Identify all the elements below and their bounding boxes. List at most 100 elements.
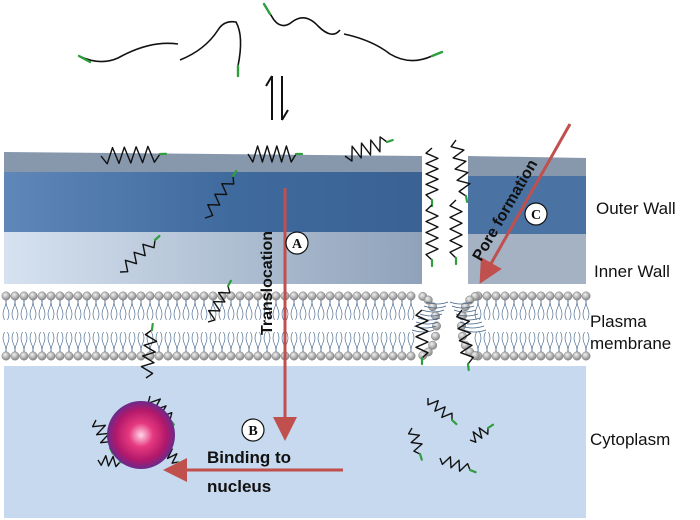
lipid-head	[271, 291, 281, 301]
lipid-head	[432, 321, 441, 331]
lipid-head	[397, 351, 407, 361]
free-peptide	[262, 2, 341, 35]
lipid-head	[244, 351, 254, 361]
lipid-head	[64, 351, 74, 361]
lipid-head	[334, 351, 344, 361]
lipid-head	[482, 351, 492, 361]
lipid-head	[118, 291, 128, 301]
lipid-head	[379, 291, 389, 301]
lipid-head	[545, 291, 555, 301]
inner-wall-label: Inner Wall	[594, 262, 670, 281]
lipid-head	[19, 351, 29, 361]
peptide	[415, 309, 429, 366]
lipid-head	[460, 302, 470, 312]
lipid-head	[397, 291, 407, 301]
inner-wall-left	[4, 232, 422, 284]
lipid-head	[527, 351, 537, 361]
lipid-head	[100, 291, 110, 301]
peptide	[207, 279, 232, 323]
marker-c: C	[524, 202, 548, 226]
lipid-head	[253, 291, 263, 301]
plasma-membrane-label-line1: Plasma	[590, 312, 647, 331]
lipid-head	[536, 351, 546, 361]
lipid-tail	[451, 305, 475, 309]
lipid-head	[217, 351, 227, 361]
lipid-head	[10, 351, 20, 361]
lipid-head	[64, 291, 74, 301]
lipid-head	[406, 351, 416, 361]
free-peptide	[343, 33, 444, 62]
lipid-head	[491, 291, 501, 301]
lipid-head	[545, 351, 555, 361]
peptide	[449, 199, 463, 266]
lipid-head	[91, 291, 101, 301]
peptide	[425, 147, 439, 208]
lipid-head	[46, 351, 56, 361]
lipid-head	[145, 291, 155, 301]
lipid-head	[554, 351, 564, 361]
lipid-head	[1, 351, 11, 361]
lipid-head	[226, 291, 236, 301]
lipid-head	[361, 351, 371, 361]
lipid-head	[428, 340, 438, 350]
binding-label-line1: Binding to	[207, 448, 291, 467]
lipid-head	[388, 351, 398, 361]
lipid-head	[563, 351, 573, 361]
lipid-head	[307, 291, 317, 301]
marker-b-text: B	[248, 424, 257, 439]
lipid-tail	[461, 325, 485, 329]
lipid-head	[208, 351, 218, 361]
plasma-membrane	[1, 291, 591, 361]
peptide	[450, 139, 471, 203]
lipid-tail	[415, 321, 439, 325]
lipid-head	[82, 291, 92, 301]
lipid-head	[46, 291, 56, 301]
lipid-head	[262, 291, 272, 301]
peptide	[344, 136, 394, 162]
lipid-head	[554, 291, 564, 301]
lipid-head	[235, 351, 245, 361]
lipid-head	[518, 351, 528, 361]
peptide	[469, 423, 495, 443]
lipid-tail	[425, 301, 449, 305]
lipid-head	[289, 291, 299, 301]
outer-wall-left	[4, 172, 422, 232]
lipid-head	[82, 351, 92, 361]
lipid-head	[226, 351, 236, 361]
outer-wall-right-top-face	[468, 156, 586, 178]
lipid-tail	[423, 305, 447, 309]
lipid-head	[28, 291, 38, 301]
lipid-head	[581, 351, 591, 361]
lipid-head	[154, 291, 164, 301]
peptide	[247, 145, 304, 163]
lipid-head	[343, 351, 353, 361]
lipid-head	[1, 291, 11, 301]
lipid-head	[253, 351, 263, 361]
lipid-head	[509, 351, 519, 361]
lipid-head	[55, 351, 65, 361]
pore-formation-arrow	[479, 123, 572, 284]
lipid-head	[136, 291, 146, 301]
lipid-head	[500, 351, 510, 361]
lipid-head	[325, 351, 335, 361]
lipid-head	[581, 291, 591, 301]
lipid-head	[527, 291, 537, 301]
peptide	[439, 456, 477, 474]
lipid-head	[289, 351, 299, 361]
lipid-head	[388, 291, 398, 301]
lipid-head	[154, 351, 164, 361]
lipid-head	[19, 291, 29, 301]
peptide	[407, 427, 423, 461]
lipid-head	[127, 291, 137, 301]
lipid-head	[406, 291, 416, 301]
lipid-head	[482, 291, 492, 301]
cytoplasm-region	[4, 366, 586, 518]
lipid-head	[172, 351, 182, 361]
lipid-head	[136, 351, 146, 361]
lipid-head	[37, 351, 47, 361]
lipid-head	[10, 291, 20, 301]
lipid-head	[316, 291, 326, 301]
binding-label-line2: nucleus	[207, 477, 271, 496]
free-peptide	[179, 20, 242, 78]
